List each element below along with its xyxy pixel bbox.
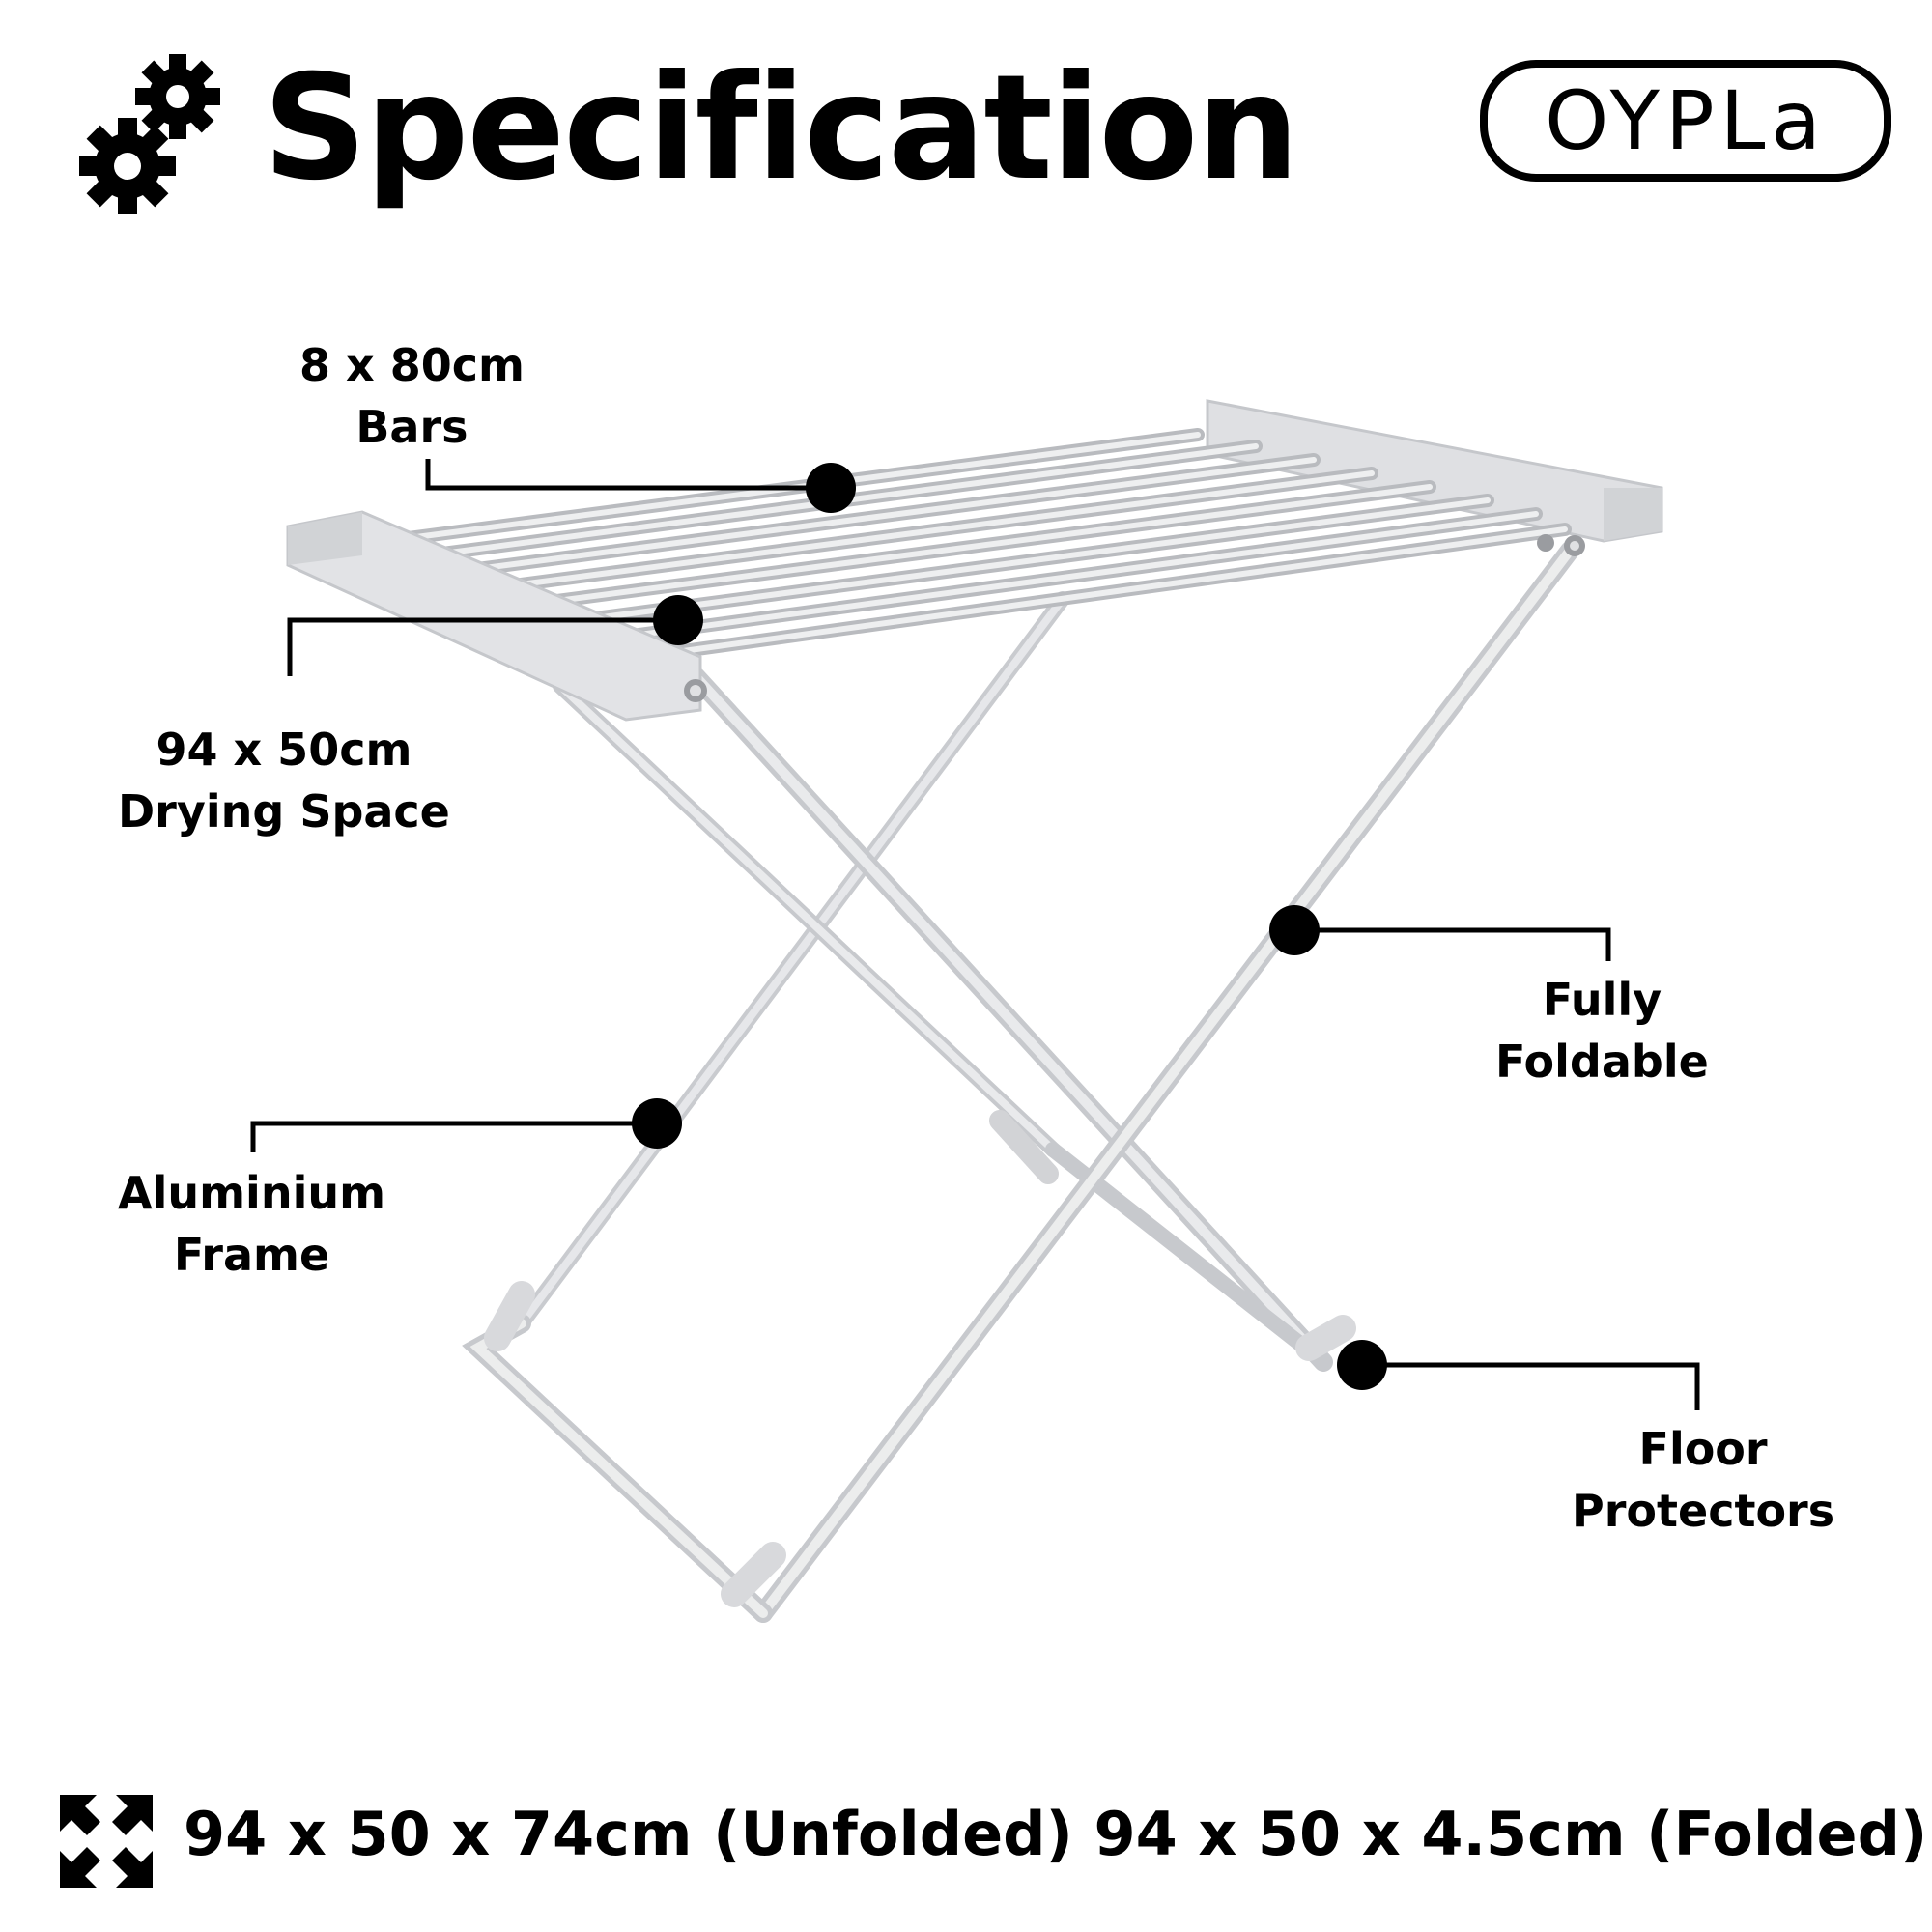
callout-drying-space: 94 x 50cm Drying Space [118,719,450,842]
callout-aluminium-frame-line1: Aluminium [118,1167,386,1219]
dimensions-text: 94 x 50 x 74cm (Unfolded) 94 x 50 x 4.5c… [184,1799,1928,1869]
callout-floor-protectors-line2: Protectors [1572,1485,1835,1537]
drying-space-marker [653,595,703,645]
callout-fully-foldable-line1: Fully [1542,974,1662,1026]
floor-protectors-marker [1337,1340,1387,1390]
callout-bars: 8 x 80cm Bars [299,334,525,458]
callout-fully-foldable-line2: Foldable [1495,1036,1709,1088]
page-title: Specification [263,44,1299,213]
callout-bars-line1: 8 x 80cm [299,339,525,391]
callout-floor-protectors: Floor Protectors [1572,1418,1834,1542]
gears-icon [79,54,220,214]
callout-drying-space-line1: 94 x 50cm [156,724,412,776]
callout-aluminium-frame-line2: Frame [173,1229,330,1281]
aluminium-frame-marker [632,1098,682,1149]
callout-bars-line2: Bars [355,401,469,453]
callout-fully-foldable: Fully Foldable [1495,969,1709,1093]
callout-floor-protectors-line1: Floor [1638,1423,1768,1475]
callout-drying-space-line2: Drying Space [118,785,450,838]
callout-aluminium-frame: Aluminium Frame [118,1162,385,1286]
bars-marker [806,463,856,513]
brand-logo-text: OYPLa [1545,73,1827,168]
expand-arrows-icon [60,1795,153,1888]
brand-logo: OYPLa [1480,60,1891,182]
fully-foldable-marker [1269,905,1320,955]
